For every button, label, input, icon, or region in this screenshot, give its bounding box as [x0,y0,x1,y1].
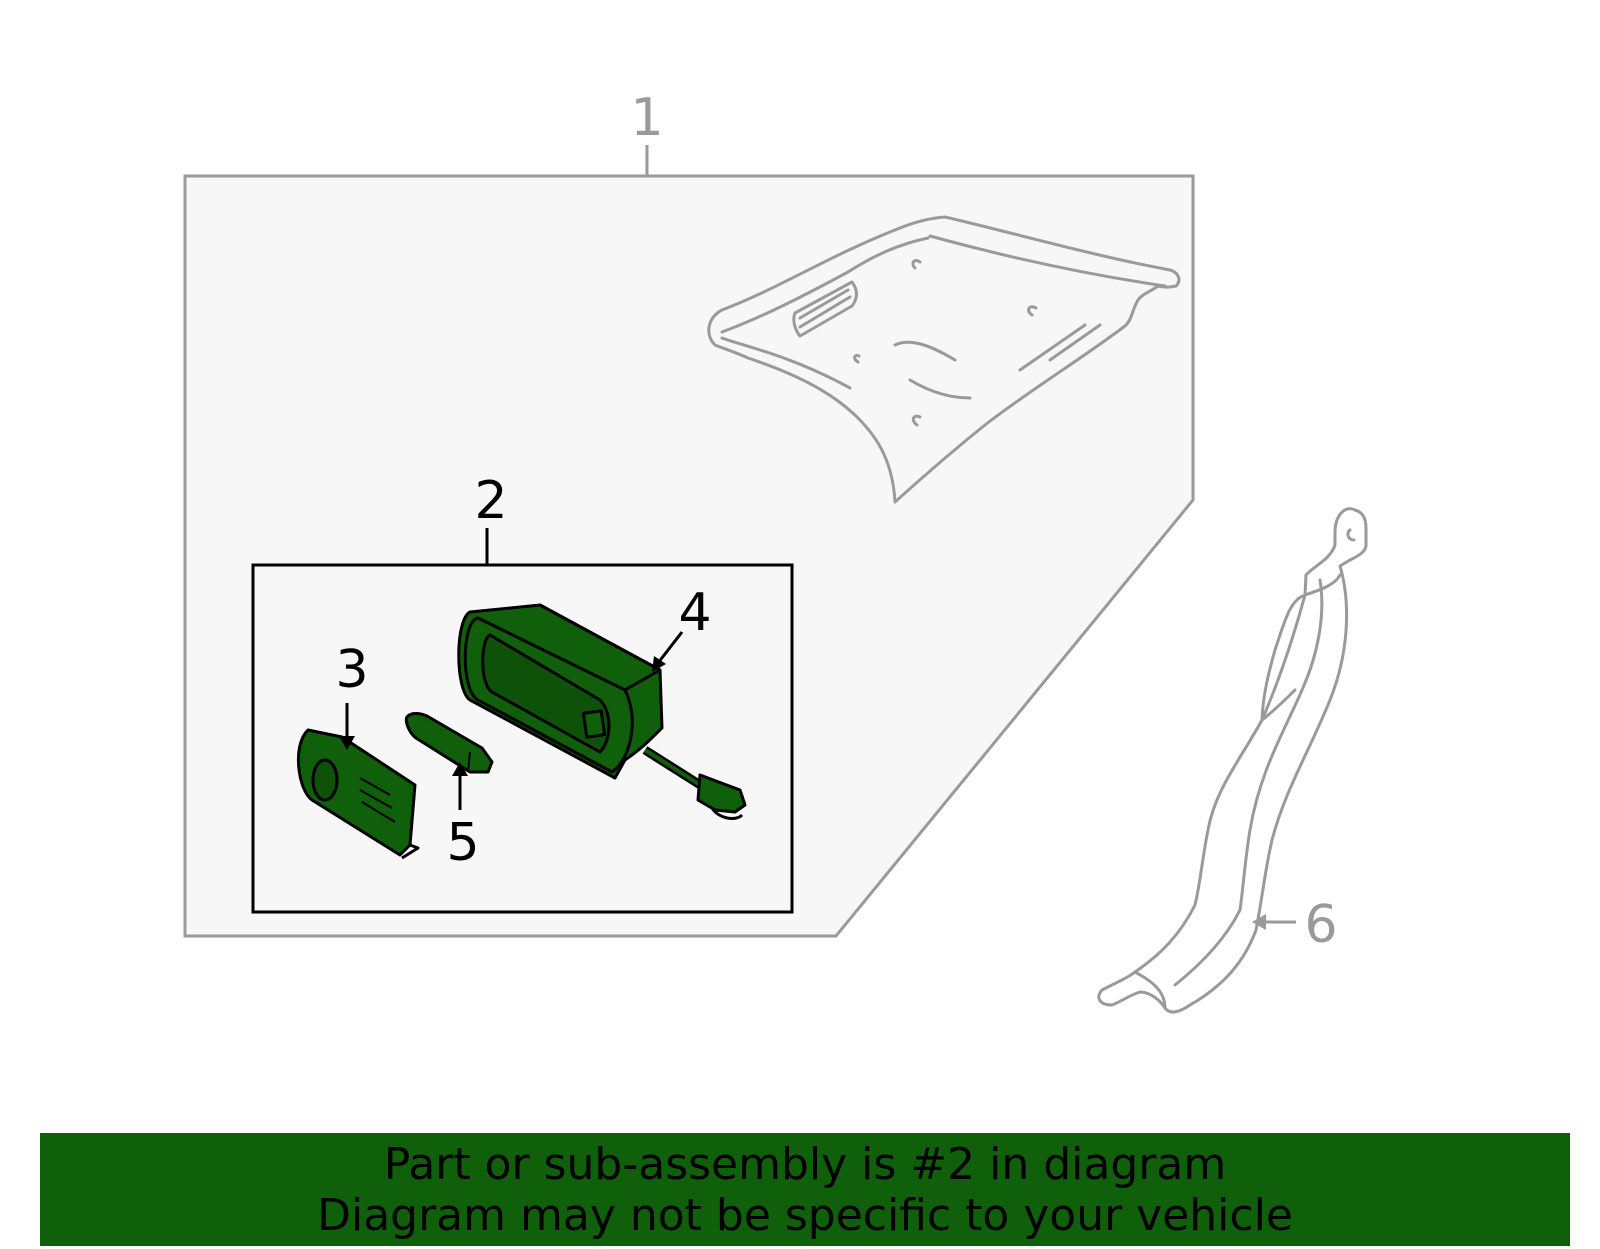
banner-line-2: Diagram may not be specific to your vehi… [317,1190,1293,1241]
callout-4: 4 [678,583,711,643]
banner-line-1: Part or sub-assembly is #2 in diagram [383,1139,1227,1190]
callout-2: 2 [474,471,507,531]
arrowhead-4 [652,656,666,672]
arrowhead-3 [339,736,355,750]
callout-5: 5 [446,813,479,873]
arrowhead-5 [452,762,468,776]
bulb-part-5 [404,712,494,774]
lens-part-3 [296,728,420,860]
callout-1: 1 [630,88,663,148]
callout-3: 3 [335,640,368,700]
arrowhead-6 [1252,914,1266,930]
callout-6: 6 [1304,895,1337,955]
info-banner: Part or sub-assembly is #2 in diagram Di… [40,1133,1570,1246]
leader-arrow-4 [656,631,684,664]
lamp-housing-part-4 [457,603,747,820]
side-trim-part-6 [1097,507,1368,1014]
trim-panel-drawing [707,215,1181,504]
